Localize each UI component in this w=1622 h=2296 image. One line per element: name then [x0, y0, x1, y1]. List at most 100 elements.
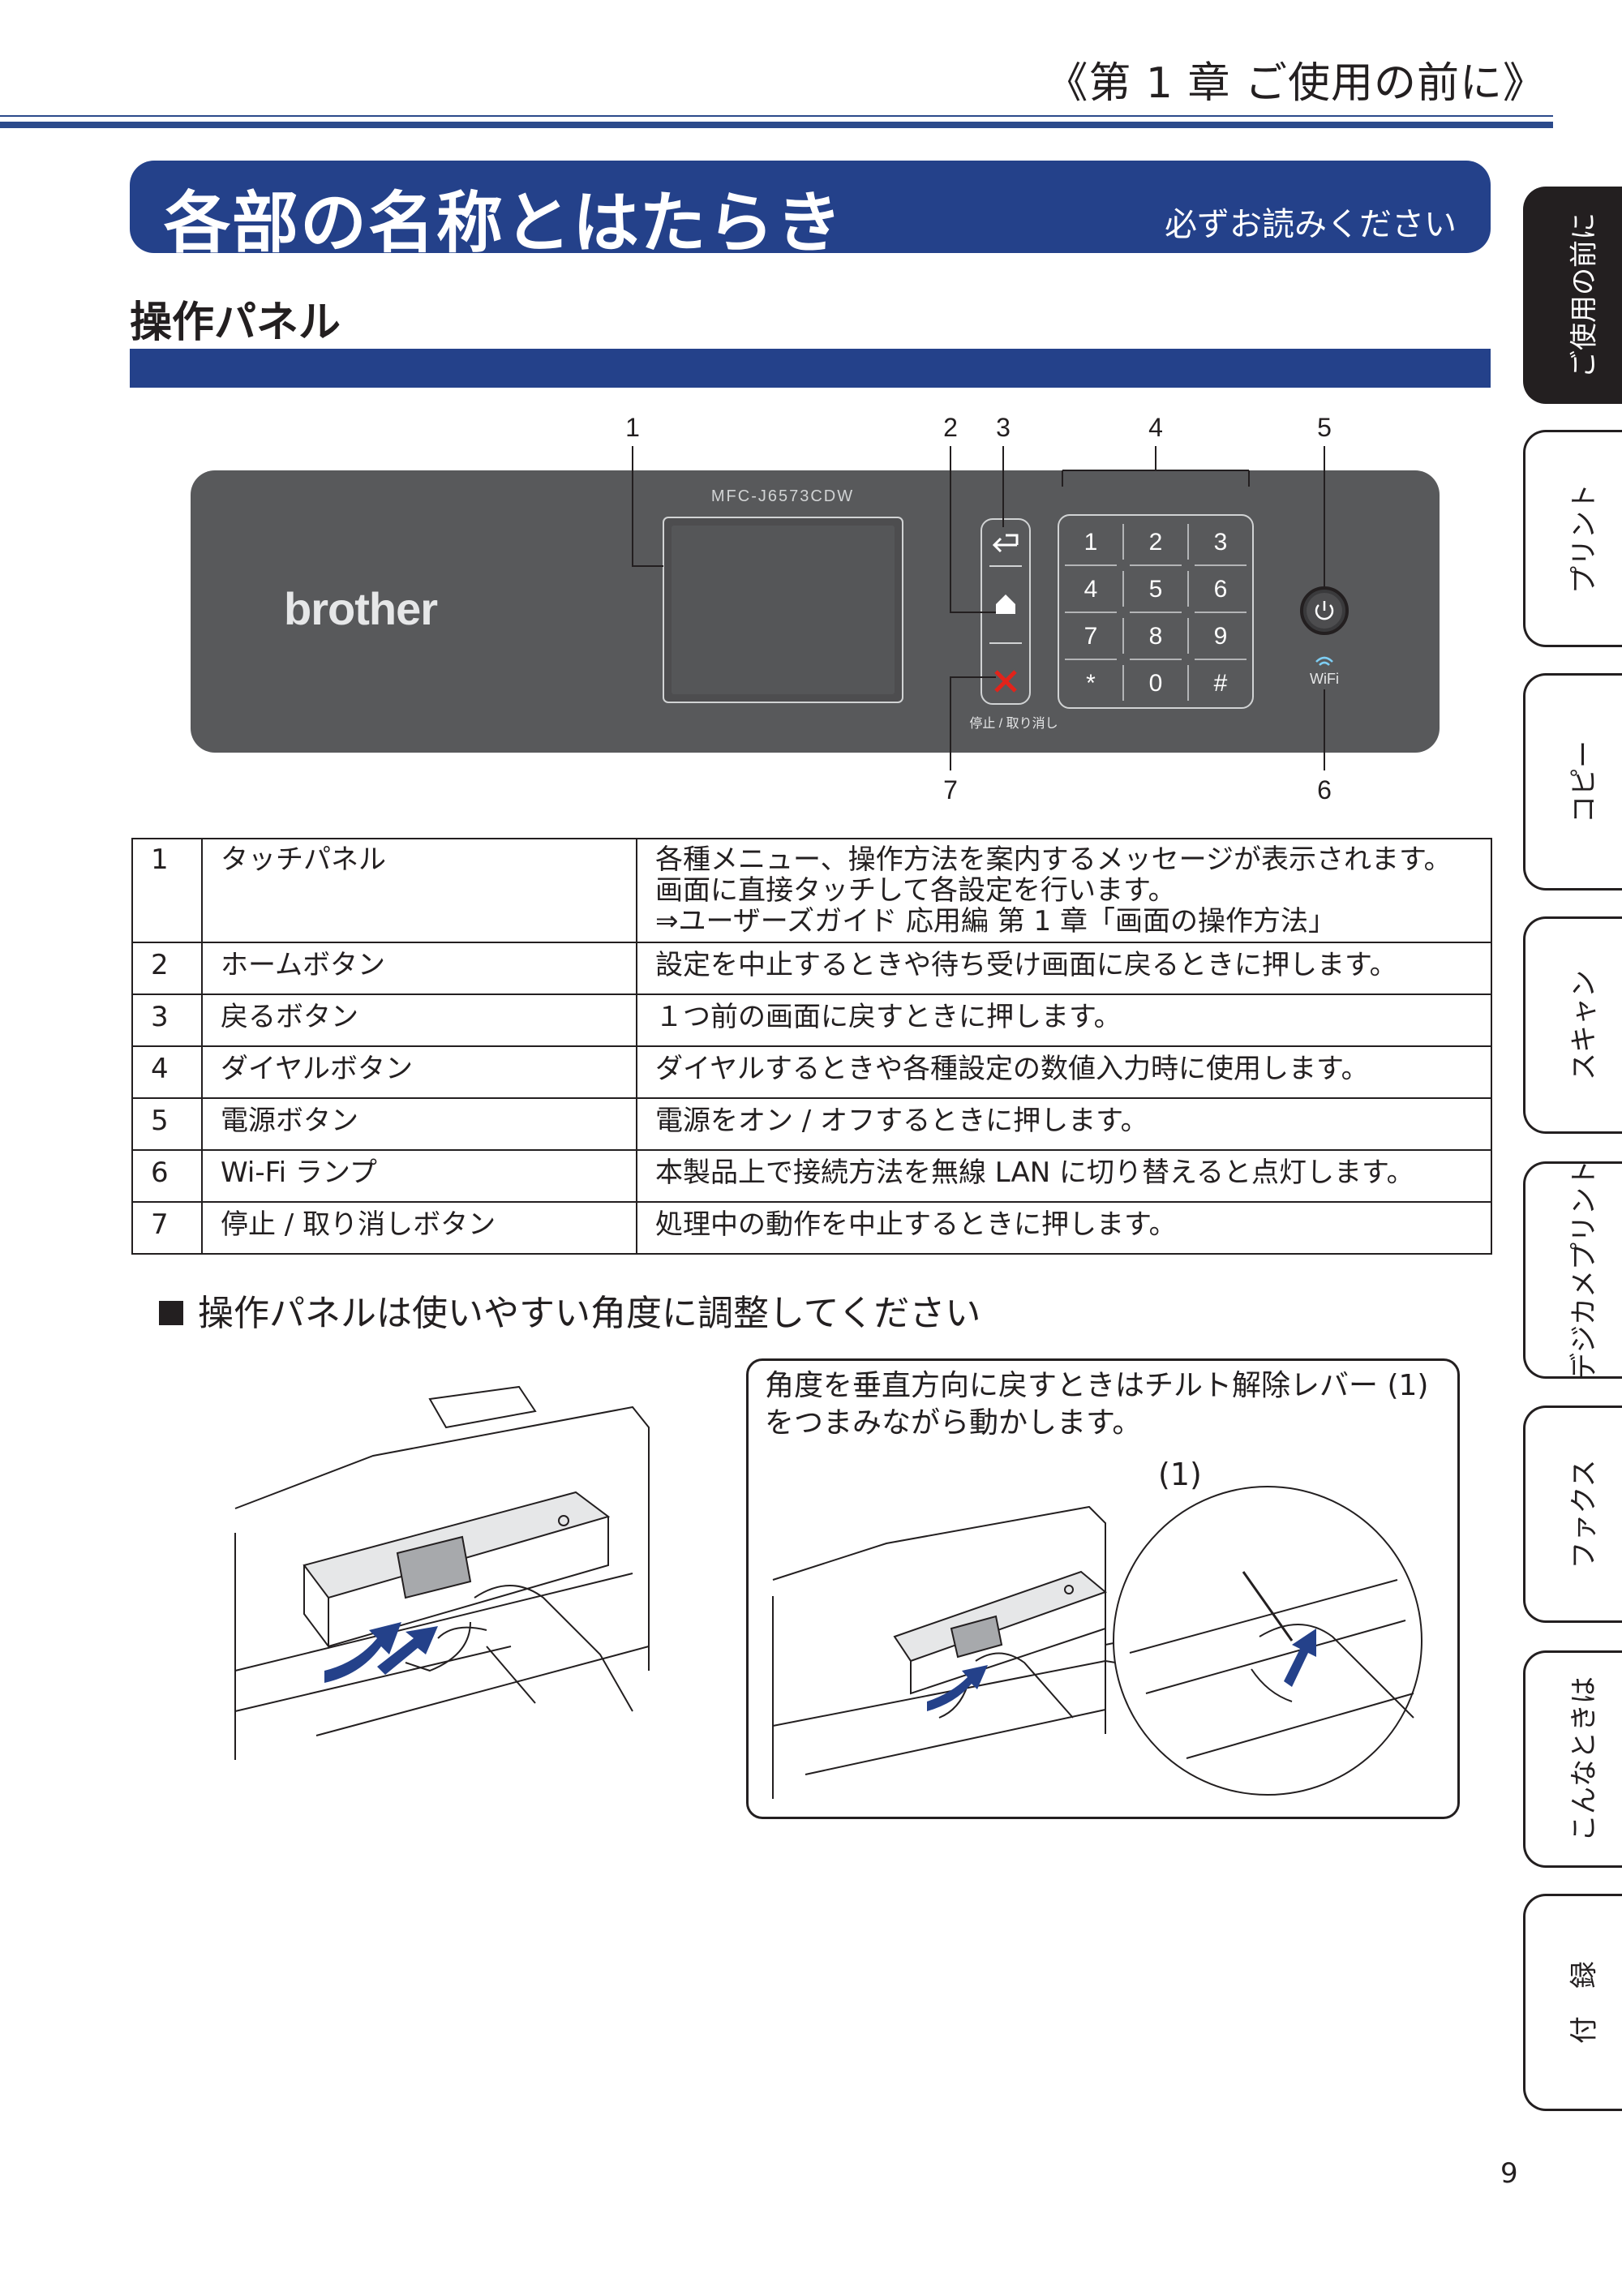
brother-logo: brother [284, 583, 437, 634]
part-name: 戻るボタン [201, 994, 637, 1047]
keypad-key[interactable]: # [1214, 670, 1228, 697]
part-number: 7 [131, 1201, 203, 1255]
control-panel-illustration: 1 2 3 4 5 7 6 MFC-J6573CDW brother 停止 / … [191, 413, 1440, 805]
note-text: 角度を垂直方向に戻すときはチルト解除レバー (1) をつまみながら動かします。 [765, 1367, 1428, 1442]
part-description: 設定を中止するときや待ち受け画面に戻るときに押します。 [636, 942, 1492, 995]
callout-4: 4 [1148, 413, 1163, 442]
part-description: ダイヤルするときや各種設定の数値入力時に使用します。 [636, 1045, 1492, 1099]
description-line: 設定を中止するときや待ち受け画面に戻るときに押します。 [655, 949, 1397, 981]
square-bullet-icon [159, 1301, 183, 1325]
callout-2: 2 [943, 413, 958, 442]
description-line: ⇒ユーザーズガイド 応用編 第 1 章「画面の操作方法」 [655, 905, 1336, 938]
keypad-key[interactable]: 3 [1214, 529, 1228, 556]
side-tab-troubleshooting[interactable]: こんなときは [1523, 1650, 1622, 1868]
keypad-key[interactable]: 7 [1084, 623, 1098, 650]
dial-keypad: 1 2 3 4 5 6 7 8 9 * 0 # [1065, 524, 1247, 701]
part-name: タッチパネル [201, 838, 637, 943]
part-number: 1 [131, 838, 203, 943]
tilt-release-lever-illustration [772, 1486, 1422, 1799]
panel-angle-heading: 操作パネルは使いやすい角度に調整してください [159, 1284, 980, 1336]
callout-1: 1 [625, 413, 640, 442]
side-tab-label: スキャン [1568, 970, 1600, 1080]
model-name: MFC-J6573CDW [711, 487, 854, 505]
part-description: 電源をオン / オフするときに押します。 [636, 1097, 1492, 1151]
power-icon [1315, 601, 1334, 620]
section-bar [130, 349, 1491, 388]
part-description: 各種メニュー、操作方法を案内するメッセージが表示されます。画面に直接タッチして各… [636, 838, 1492, 943]
description-line: 各種メニュー、操作方法を案内するメッセージが表示されます。 [655, 843, 1452, 876]
part-description: 本製品上で接続方法を無線 LAN に切り替えると点灯します。 [636, 1149, 1492, 1203]
chapter-header: 《第 1 章 ご使用の前に》 [1045, 59, 1546, 108]
part-number: 4 [131, 1045, 203, 1099]
part-name: Wi-Fi ランプ [201, 1149, 637, 1203]
keypad-frame [1058, 514, 1254, 709]
description-line: ダイヤルするときや各種設定の数値入力時に使用します。 [655, 1053, 1369, 1085]
description-line: 本製品上で接続方法を無線 LAN に切り替えると点灯します。 [655, 1157, 1414, 1189]
keypad-key[interactable]: 2 [1149, 529, 1163, 556]
side-tab-label: ファクス [1568, 1459, 1600, 1569]
part-name: ホームボタン [201, 942, 637, 995]
side-tab-fax[interactable]: ファクス [1523, 1405, 1622, 1623]
keypad-key[interactable]: 9 [1214, 623, 1228, 650]
panel-angle-heading-text: 操作パネルは使いやすい角度に調整してください [198, 1293, 981, 1334]
keypad-key[interactable]: 1 [1084, 529, 1098, 556]
keypad-key[interactable]: 0 [1149, 670, 1163, 697]
side-tab-label: こんなときは [1568, 1676, 1600, 1842]
wifi-lamp-label: WiFi [1310, 671, 1339, 687]
side-tab-copy[interactable]: コピー [1523, 673, 1622, 891]
title-banner: 各部の名称とはたらき 必ずお読みください [130, 161, 1491, 262]
part-description: 処理中の動作を中止するときに押します。 [636, 1201, 1492, 1255]
keypad-key[interactable]: 8 [1149, 623, 1163, 650]
callout-5: 5 [1317, 413, 1332, 442]
side-tab-appendix[interactable]: 付 録 [1523, 1894, 1622, 2111]
side-tab-label: プリント [1568, 483, 1600, 594]
part-name: 停止 / 取り消しボタン [201, 1201, 637, 1255]
keypad-key[interactable]: 6 [1214, 576, 1228, 603]
page-title: 各部の名称とはたらき [164, 185, 844, 262]
note-line: をつまみながら動かします。 [765, 1406, 1142, 1440]
side-tab-photo-print[interactable]: デジカメプリント [1523, 1160, 1622, 1380]
stop-cancel-icon [994, 670, 1017, 693]
callout-7: 7 [943, 775, 958, 805]
header-rule-thin [0, 115, 1553, 117]
side-tab-label: 付 録 [1568, 1961, 1600, 2044]
keypad-key[interactable]: 4 [1084, 576, 1098, 603]
part-number: 2 [131, 942, 203, 995]
section-title: 操作パネル [130, 298, 341, 347]
home-icon [996, 594, 1015, 614]
wifi-icon [1315, 656, 1333, 666]
side-tab-print[interactable]: プリント [1523, 430, 1622, 647]
part-name: ダイヤルボタン [201, 1045, 637, 1099]
callout-6: 6 [1317, 775, 1332, 805]
must-read-note: 必ずお読みください [1165, 206, 1457, 243]
part-number: 6 [131, 1149, 203, 1203]
touchscreen [672, 526, 895, 694]
stop-cancel-label: 停止 / 取り消し [969, 716, 1058, 731]
side-tab-label: ご使用の前に [1568, 212, 1600, 378]
part-number: 5 [131, 1097, 203, 1151]
description-line: １つ前の画面に戻すときに押します。 [655, 1001, 1122, 1033]
keypad-key[interactable]: 5 [1149, 576, 1163, 603]
description-line: 画面に直接タッチして各設定を行います。 [655, 874, 1176, 907]
header-rule-thick [0, 122, 1553, 128]
callout-3: 3 [996, 413, 1011, 442]
description-line: 処理中の動作を中止するときに押します。 [655, 1208, 1177, 1241]
note-line: 角度を垂直方向に戻すときはチルト解除レバー (1) [765, 1369, 1429, 1402]
page-number: 9 [1500, 2157, 1518, 2190]
lever-callout: (1) [1158, 1457, 1202, 1492]
side-tab-scan[interactable]: スキャン [1523, 916, 1622, 1134]
back-icon [992, 534, 1019, 553]
side-tab-before-use[interactable]: ご使用の前に [1523, 187, 1622, 404]
keypad-key[interactable]: * [1086, 670, 1096, 697]
tilt-panel-illustration [234, 1385, 650, 1760]
side-tab-label: コピー [1568, 740, 1600, 823]
description-line: 電源をオン / オフするときに押します。 [655, 1105, 1148, 1137]
